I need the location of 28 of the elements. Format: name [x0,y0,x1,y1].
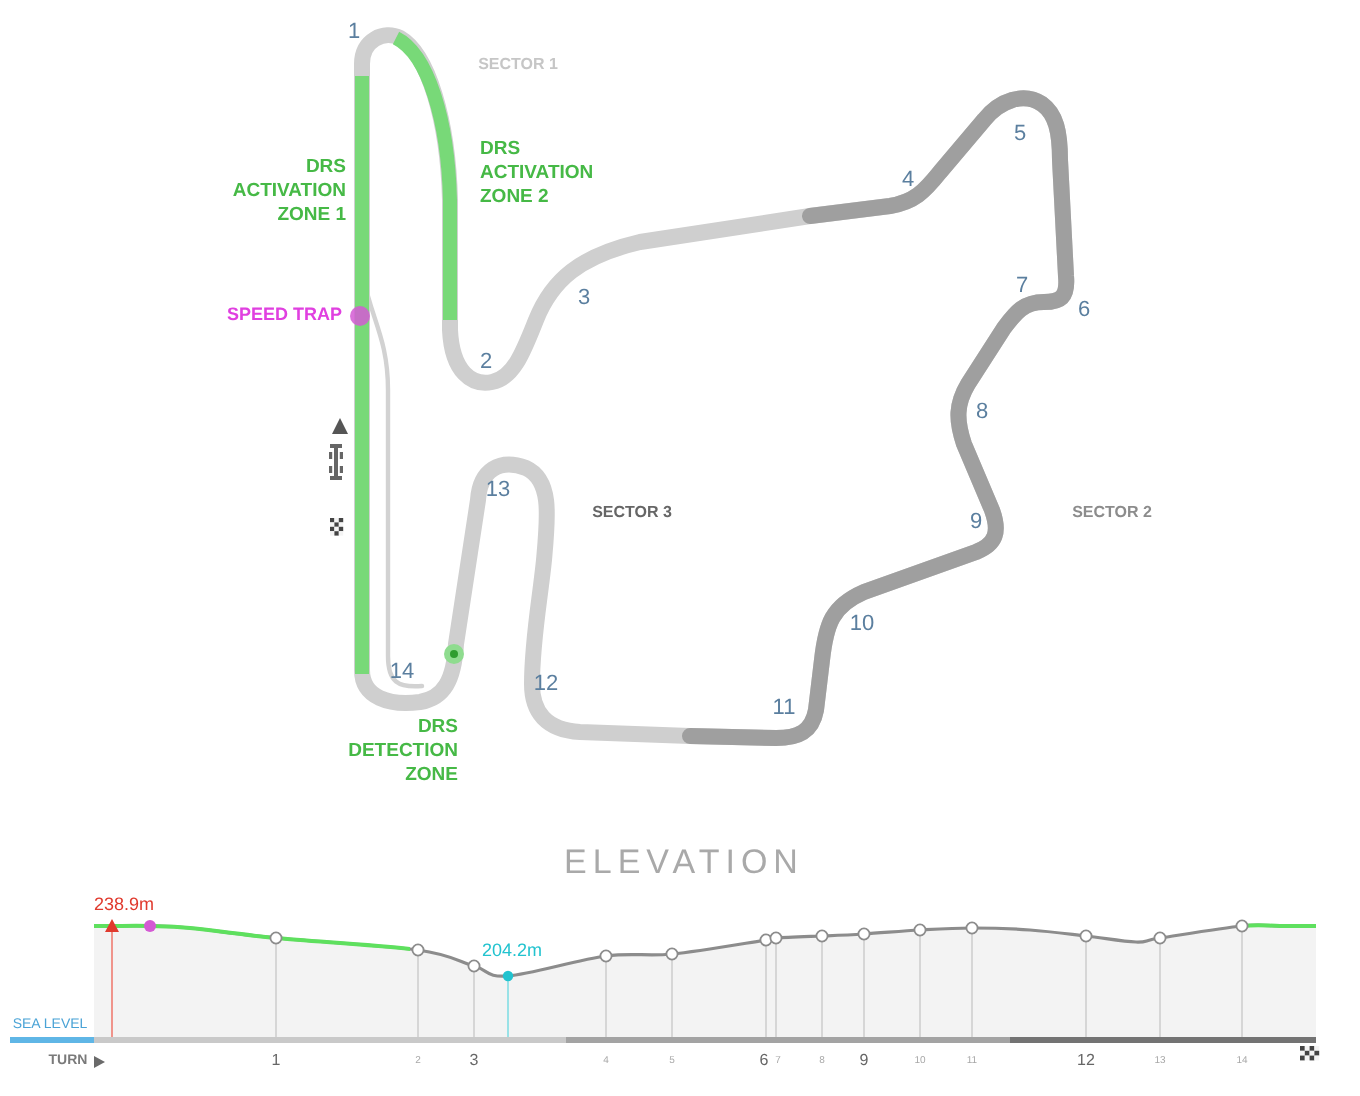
turn-number: 12 [533,671,559,697]
sector-label: SECTOR 1 [478,57,558,75]
turn-number: 11 [772,695,796,721]
turn-number: 13 [485,477,511,503]
turn-number: 1 [347,19,361,45]
turn-number: 7 [1015,273,1029,299]
elevation-value: 238.9m [93,896,155,916]
turn-number: 3 [469,1053,479,1071]
zone-label: DRS ACTIVATION ZONE 2 [480,138,596,210]
turn-number: 1 [271,1053,281,1071]
turn-number: 9 [969,509,983,535]
sector-label: SECTOR 3 [592,505,672,523]
zone-label: DRS ACTIVATION ZONE 1 [230,156,346,228]
turn-number: 3 [577,285,591,311]
turn-number: 6 [1077,297,1091,323]
sector-label: SECTOR 2 [1072,505,1152,523]
turn-number: 6 [759,1053,769,1071]
turn-number: 8 [975,399,989,425]
turn-number: 5 [1013,121,1027,147]
zone-label: DRS DETECTION ZONE [346,716,458,788]
speed-trap-label: SPEED TRAP [224,306,342,326]
turn-number: 10 [849,611,875,637]
turn-number: 9 [859,1053,869,1071]
turn-number: 4 [901,167,915,193]
chart-title: ELEVATION [564,845,804,883]
turn-number: 12 [1077,1053,1095,1071]
turn-number: 2 [479,349,493,375]
turn-number: 14 [389,659,415,685]
